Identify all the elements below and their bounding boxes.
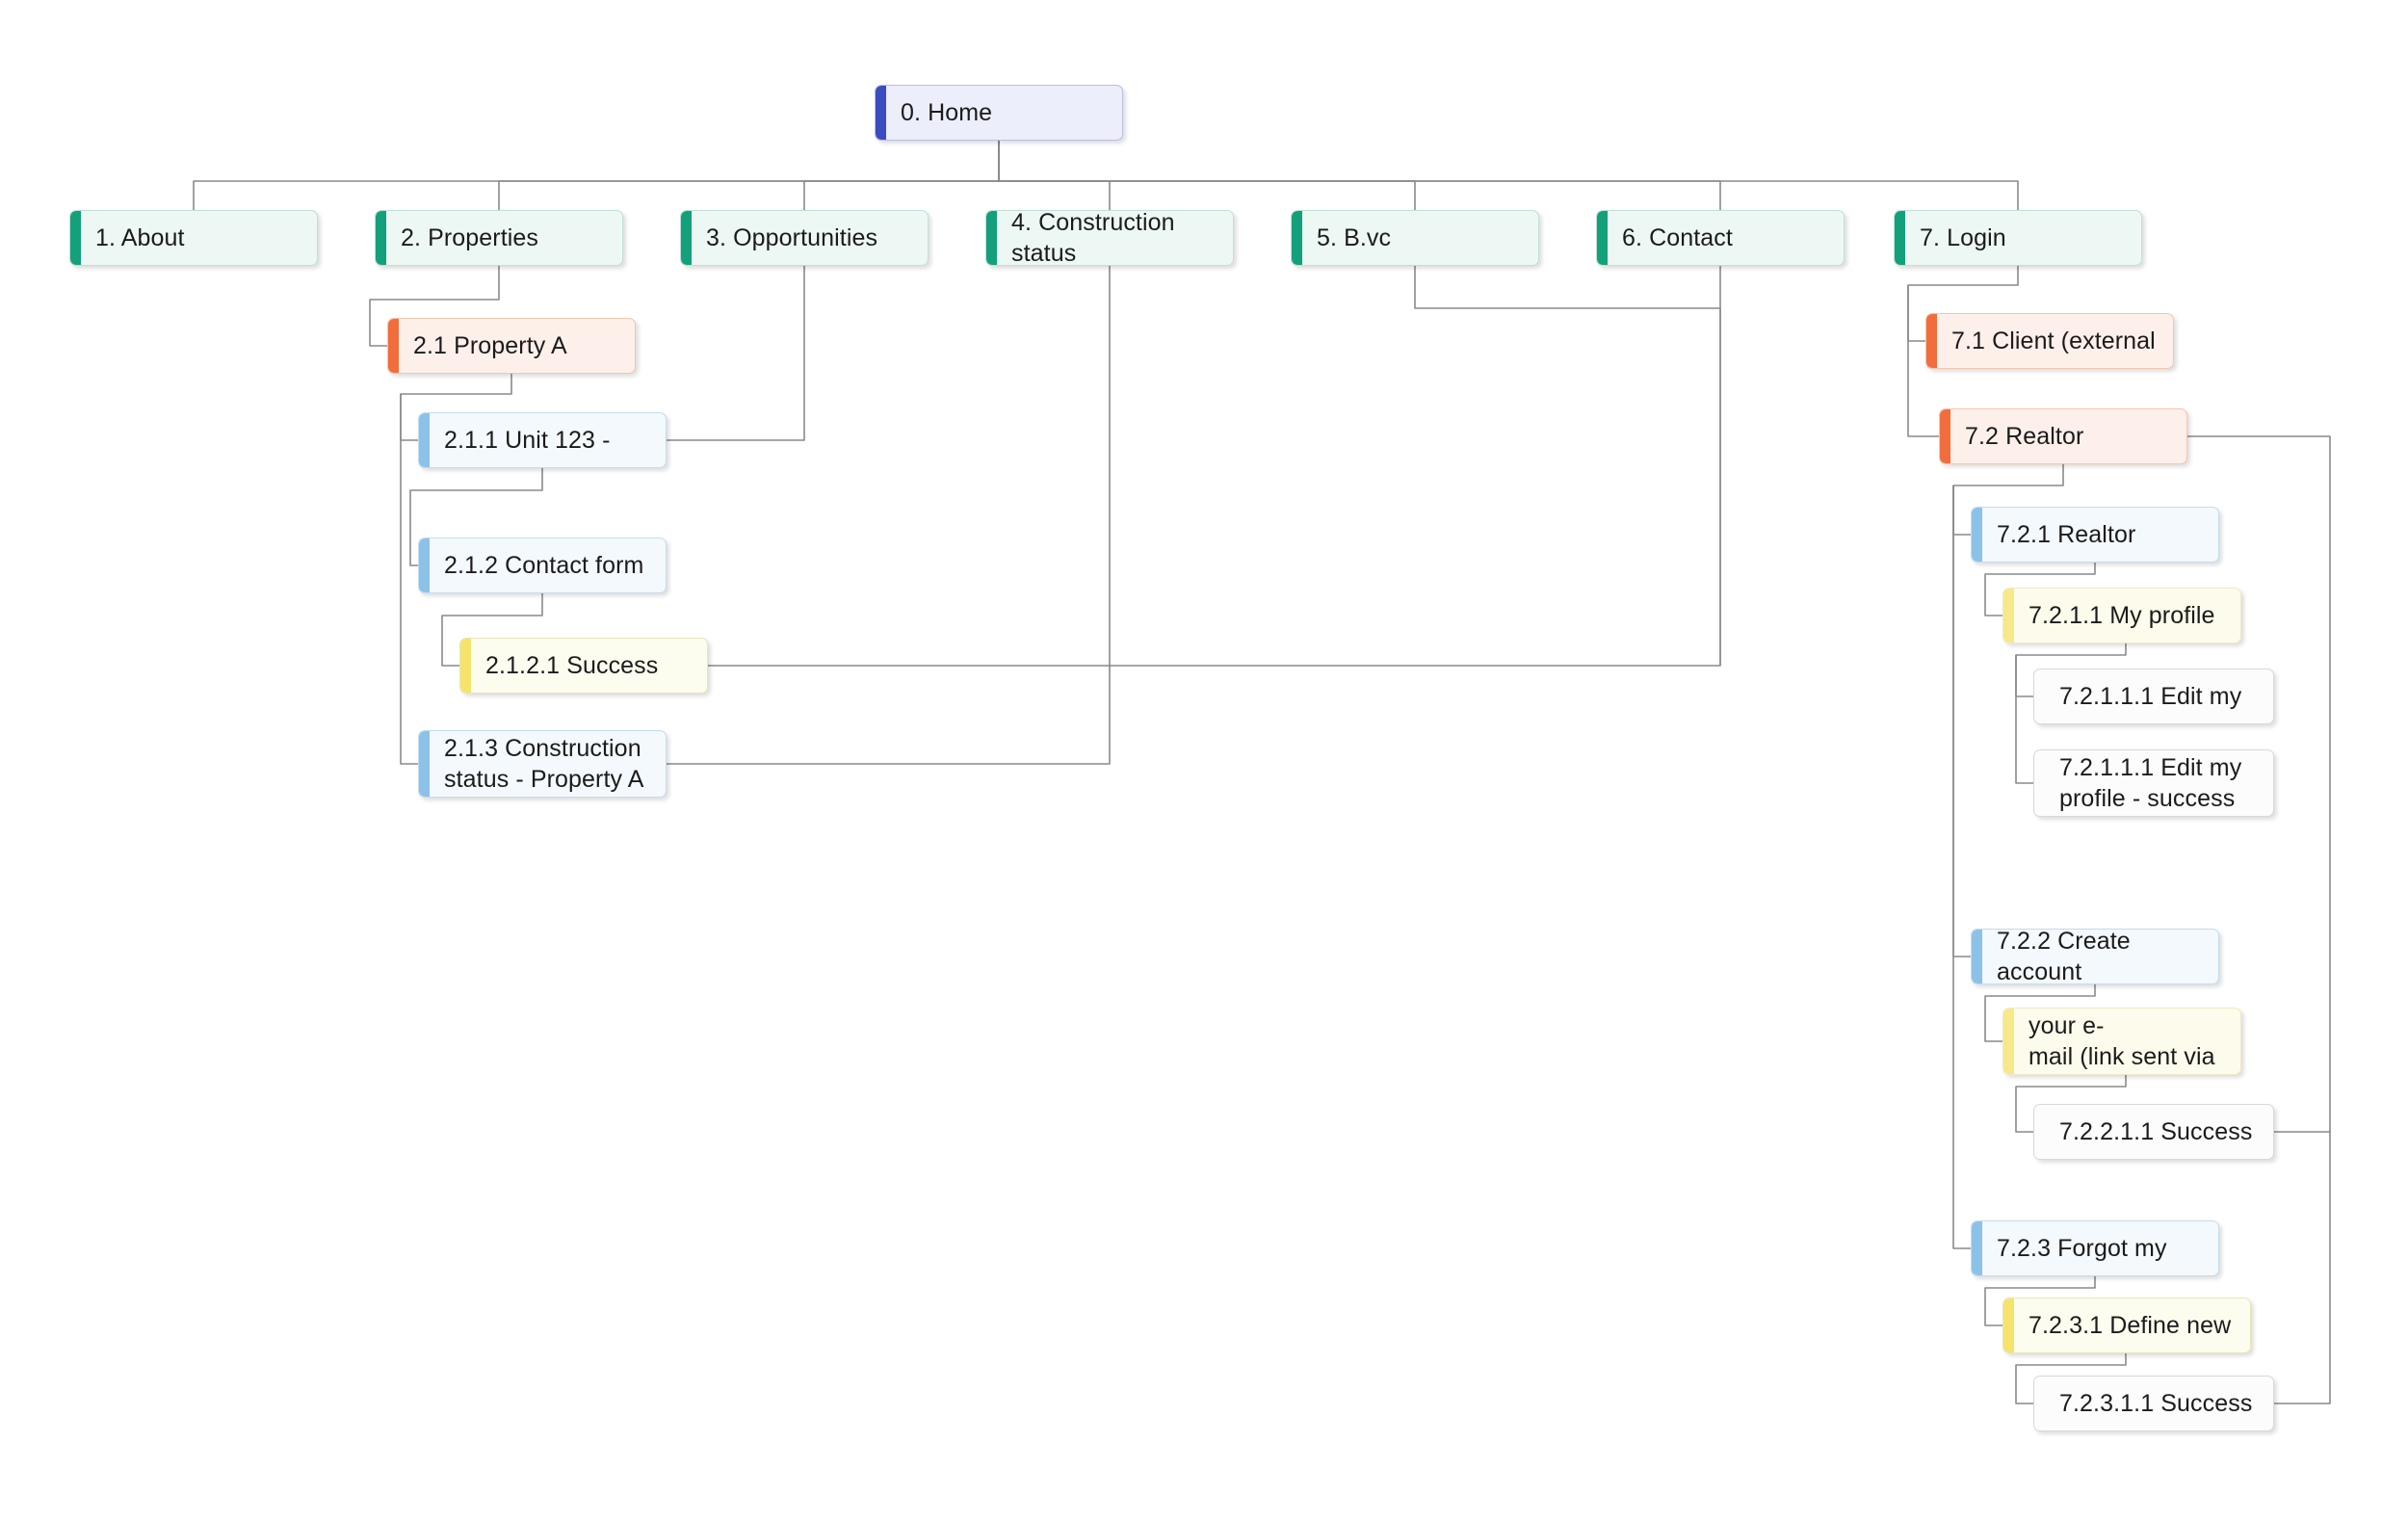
connector-n0-to-n6 <box>998 141 1721 210</box>
connector-n72-to-n722 <box>1952 485 1971 957</box>
node-label: 0. Home <box>901 99 993 126</box>
node-accent-bar <box>1926 314 1937 368</box>
connector-n0-to-n3 <box>803 141 1000 210</box>
connector-n0-to-n1 <box>193 141 1000 210</box>
node-accent-bar <box>876 86 886 140</box>
sitemap-node-n7211[interactable]: 7.2.1.1 My profile <box>2002 588 2241 643</box>
connector-n0-to-n5 <box>998 141 1416 210</box>
node-accent-bar <box>70 211 81 265</box>
node-label: 7.2.3.1 Define new <box>2028 1312 2232 1339</box>
connector-n0-to-n2 <box>498 141 1000 210</box>
node-label: 2.1.1 Unit 123 - <box>444 427 611 454</box>
sitemap-node-n211[interactable]: 2.1.1 Unit 123 - <box>418 412 667 468</box>
sitemap-node-n721[interactable]: 7.2.1 Realtor <box>1971 507 2219 563</box>
node-label: 2.1.3 Construction status - Property A <box>444 735 644 793</box>
connector-n72-to-n723 <box>1952 485 1971 1249</box>
sitemap-node-n0[interactable]: 0. Home <box>875 85 1123 141</box>
sitemap-node-n6[interactable]: 6. Contact <box>1596 210 1845 266</box>
node-accent-bar <box>986 211 997 265</box>
connector-n0-to-n7 <box>998 141 2019 210</box>
sitemap-node-n72111b[interactable]: 7.2.1.1.1 Edit my profile - success <box>2033 749 2274 817</box>
sitemap-node-n212[interactable]: 2.1.2 Contact form <box>418 538 667 593</box>
node-accent-bar <box>1895 211 1905 265</box>
sitemap-node-n5[interactable]: 5. B.vc <box>1291 210 1539 266</box>
node-accent-bar <box>419 413 430 467</box>
sitemap-node-n723[interactable]: 7.2.3 Forgot my <box>1971 1220 2219 1276</box>
node-label: 7.2.1 Realtor <box>1997 521 2136 548</box>
node-accent-bar <box>1292 211 1302 265</box>
connector-n72-to-n72311_r <box>2274 1132 2331 1404</box>
node-label: 6. Contact <box>1622 224 1733 251</box>
node-accent-bar <box>2003 1009 2014 1074</box>
node-accent-bar <box>388 319 399 373</box>
sitemap-node-n72311[interactable]: 7.2.3.1.1 Success <box>2033 1376 2274 1431</box>
node-label: 2.1 Property A <box>413 332 567 359</box>
sitemap-node-n4[interactable]: 4. Construction status <box>985 210 1234 266</box>
sitemap-node-n1[interactable]: 1. About <box>69 210 318 266</box>
sitemap-node-n72211[interactable]: 7.2.2.1.1 Success <box>2033 1104 2274 1160</box>
node-label: 7.2 Realtor <box>1965 423 2084 450</box>
node-accent-bar <box>2003 1298 2014 1352</box>
connector-n4-to-n213 <box>667 266 1111 765</box>
node-accent-bar <box>1940 409 1950 463</box>
node-label: 1. About <box>95 224 185 251</box>
sitemap-node-n722[interactable]: 7.2.2 Create account <box>1971 929 2219 984</box>
sitemap-node-n2121[interactable]: 2.1.2.1 Success <box>459 638 708 694</box>
node-accent-bar <box>1972 930 1982 983</box>
sitemap-node-n72111a[interactable]: 7.2.1.1.1 Edit my <box>2033 669 2274 724</box>
node-label: 7. Login <box>1920 224 2006 251</box>
node-accent-bar <box>1972 1221 1982 1275</box>
node-label: 7.2.2 Create account <box>1997 929 2131 984</box>
node-label: 4. Construction status <box>1011 210 1175 266</box>
connector-n3-to-n211 <box>667 266 805 441</box>
node-label: 7.2.1.1 My profile <box>2028 602 2215 629</box>
sitemap-node-n2[interactable]: 2. Properties <box>375 210 623 266</box>
node-accent-bar <box>419 731 430 797</box>
node-label: 7.2.1.1.1 Edit my <box>2059 683 2242 710</box>
sitemap-node-n7[interactable]: 7. Login <box>1894 210 2142 266</box>
node-accent-bar <box>1972 508 1982 562</box>
node-label: 7.2.2.1 Confirm your e- mail (link sent … <box>2028 1012 2215 1070</box>
node-label: 2.1.2.1 Success <box>485 652 659 679</box>
node-accent-bar <box>2003 589 2014 642</box>
sitemap-node-n72[interactable]: 7.2 Realtor <box>1939 408 2187 464</box>
sitemap-node-n3[interactable]: 3. Opportunities <box>680 210 929 266</box>
node-accent-bar <box>681 211 692 265</box>
sitemap-node-n71[interactable]: 7.1 Client (external <box>1925 313 2174 369</box>
sitemap-node-n213[interactable]: 2.1.3 Construction status - Property A <box>418 730 667 798</box>
connector-n0-to-n4 <box>998 141 1111 210</box>
connector-n5-to-n2121 <box>708 266 1721 667</box>
node-label: 7.1 Client (external <box>1951 328 2156 354</box>
node-label: 7.2.1.1.1 Edit my profile - success <box>2059 754 2242 812</box>
node-label: 7.2.3.1.1 Success <box>2059 1390 2253 1417</box>
node-label: 3. Opportunities <box>706 224 878 251</box>
node-label: 7.2.2.1.1 Success <box>2059 1118 2253 1145</box>
node-accent-bar <box>376 211 386 265</box>
node-label: 2. Properties <box>401 224 539 251</box>
sitemap-node-n7221[interactable]: 7.2.2.1 Confirm your e- mail (link sent … <box>2002 1008 2241 1075</box>
node-accent-bar <box>419 538 430 592</box>
node-accent-bar <box>460 639 471 693</box>
node-label: 5. B.vc <box>1317 224 1392 251</box>
sitemap-node-n21[interactable]: 2.1 Property A <box>387 318 636 374</box>
node-label: 7.2.3 Forgot my <box>1997 1235 2167 1262</box>
node-accent-bar <box>1597 211 1608 265</box>
node-label: 2.1.2 Contact form <box>444 552 644 579</box>
sitemap-node-n7231[interactable]: 7.2.3.1 Define new <box>2002 1298 2251 1353</box>
connector-n21-to-n213 <box>400 394 418 765</box>
connector-n7211-to-n72111b <box>2015 655 2033 784</box>
